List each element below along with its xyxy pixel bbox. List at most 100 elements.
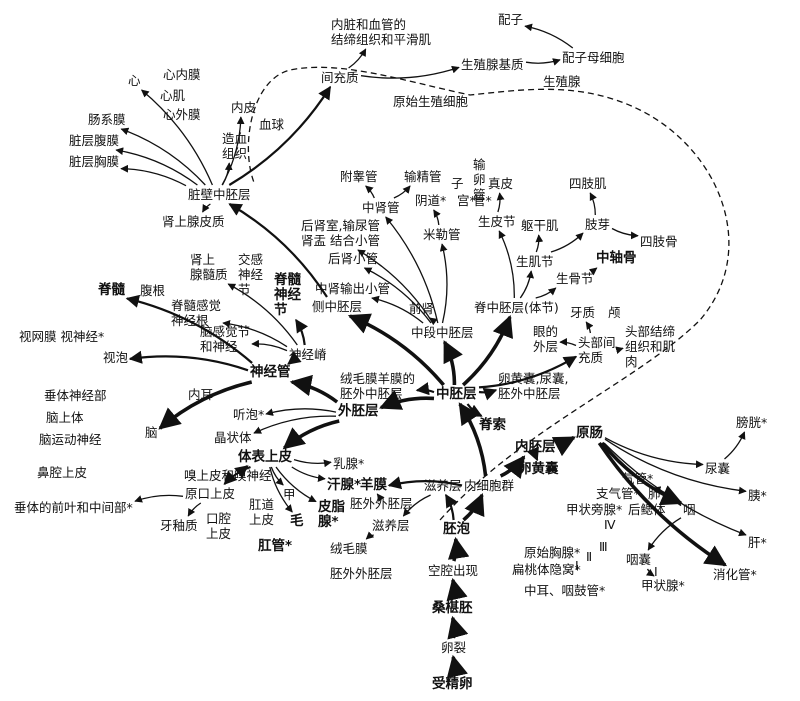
node-label: 生肌节 xyxy=(516,254,554,269)
node-label: 滋养层 xyxy=(372,518,410,533)
node-label: 羊膜 xyxy=(360,477,387,493)
edge-arrow xyxy=(348,48,367,69)
node-label: 咽囊 xyxy=(626,552,652,567)
edge-arrow xyxy=(444,493,458,521)
node-label: 甲状腺* xyxy=(641,578,685,593)
node-label: 头部间 充质 xyxy=(578,335,616,365)
edge-arrow xyxy=(446,577,468,602)
node-label: 听泡* xyxy=(233,407,265,422)
node-label: 中肾输出小管 xyxy=(315,281,391,296)
node-label: 心内膜 xyxy=(163,67,201,82)
edge-arrow xyxy=(447,615,469,640)
edge-arrow xyxy=(585,321,594,334)
node-label: 甲 xyxy=(283,487,296,502)
edge-arrow xyxy=(498,230,515,299)
node-label: 心外膜 xyxy=(163,107,201,122)
node-label: Ⅳ xyxy=(604,517,616,532)
node-label: 米勒管 xyxy=(423,227,461,242)
node-label: 垂体神经部 xyxy=(44,388,107,403)
node-label: 滋养层 xyxy=(424,478,462,493)
node-label: 中耳、咽鼓管* xyxy=(524,583,606,598)
node-label: 外胚层 xyxy=(338,403,379,419)
node-label: 输 卵 管 xyxy=(473,157,486,202)
node-label: 咽 xyxy=(683,502,696,517)
node-label: 中胚层 xyxy=(436,386,477,402)
node-label: 躯干肌 xyxy=(521,218,559,233)
node-label: 中段中胚层 xyxy=(411,325,474,340)
node-label: 间充质 xyxy=(321,70,359,85)
edge-arrow xyxy=(295,318,308,346)
edge-arrow xyxy=(282,419,340,450)
node-label: 附睾管 xyxy=(340,169,378,184)
edge-arrow xyxy=(289,374,339,404)
edge-arrow xyxy=(221,116,245,186)
edge-arrow xyxy=(120,164,187,187)
node-label: 卵黄囊,尿囊, 胚外中胚层 xyxy=(498,371,569,401)
node-label: 乳腺* xyxy=(333,456,365,471)
node-label: Ⅰ xyxy=(575,558,579,573)
edge-arrow xyxy=(187,502,202,517)
node-label: 血球 xyxy=(259,117,285,132)
edge-arrow xyxy=(227,283,298,346)
edge-arrow xyxy=(128,350,249,372)
edge-arrow xyxy=(371,295,424,324)
edge-arrow xyxy=(363,267,432,324)
edge-arrow xyxy=(228,85,332,186)
edge-arrow xyxy=(447,536,470,562)
node-label: 脏层腹膜 xyxy=(69,133,120,148)
node-label: 甲状旁腺* xyxy=(566,502,623,517)
edge-arrow xyxy=(466,403,483,417)
edge-arrow xyxy=(275,466,317,503)
node-label: 内脏和血管的 结缔组织和平滑肌 xyxy=(331,17,432,47)
edge-arrow xyxy=(652,486,682,505)
edge-arrow xyxy=(385,216,439,324)
node-label: 卵裂 xyxy=(441,640,467,655)
node-label: 心 xyxy=(128,73,141,88)
edge-arrow xyxy=(202,203,211,213)
edge-arrow xyxy=(253,415,337,434)
node-label: 胚泡 xyxy=(443,521,470,537)
edge-arrow xyxy=(550,232,584,253)
edge-arrow xyxy=(115,147,198,186)
edge-arrow xyxy=(433,209,441,226)
node-label: 气管* xyxy=(622,471,654,486)
edge-arrow xyxy=(379,389,435,410)
node-label: Ⅰ xyxy=(654,564,658,579)
node-label: 内细胞群 xyxy=(464,478,515,493)
node-label: 眼的 外层 xyxy=(533,324,559,354)
edge-arrow xyxy=(724,431,746,460)
node-label: 四肢肌 xyxy=(569,176,607,191)
node-label: 牙质 xyxy=(570,305,596,320)
edge-arrow xyxy=(559,338,577,347)
node-label: 交感 神经 节 xyxy=(238,252,264,297)
node-label: 体表上皮 xyxy=(238,449,292,465)
edge-arrow xyxy=(478,355,578,389)
node-label: 侧中胚层 xyxy=(312,299,363,314)
node-label: 胚外外胚层 xyxy=(350,496,413,511)
edge-arrow xyxy=(357,249,434,324)
node-label: 原始胸腺* xyxy=(524,545,581,560)
edge-arrow xyxy=(535,287,557,299)
edge-arrow xyxy=(524,23,574,49)
node-label: 中轴骨 xyxy=(596,250,637,266)
edge-arrow xyxy=(125,294,253,364)
node-label: 肺 xyxy=(648,486,661,501)
node-label: 脊中胚层(体节) xyxy=(474,300,559,315)
edge-arrow xyxy=(647,517,682,551)
node-label: 肛道 上皮 xyxy=(249,497,275,527)
node-label: 真皮 xyxy=(488,176,514,191)
edge-arrow xyxy=(393,185,411,199)
node-label: 原肠 xyxy=(576,425,603,441)
edge-arrow xyxy=(365,531,375,540)
edge-arrow xyxy=(499,455,526,480)
edge-arrow xyxy=(496,192,505,213)
edge-arrow xyxy=(251,339,288,352)
edge-arrow xyxy=(525,58,561,66)
edge-arrow xyxy=(439,243,448,324)
edge-arrow xyxy=(402,494,431,517)
edge-arrow xyxy=(662,494,682,507)
node-label: 生殖腺基质 xyxy=(461,57,524,72)
node-label: 输精管 xyxy=(404,169,442,184)
node-label: 绒毛膜羊膜的 胚外中胚层 xyxy=(340,371,416,401)
edge-arrow xyxy=(270,466,284,486)
